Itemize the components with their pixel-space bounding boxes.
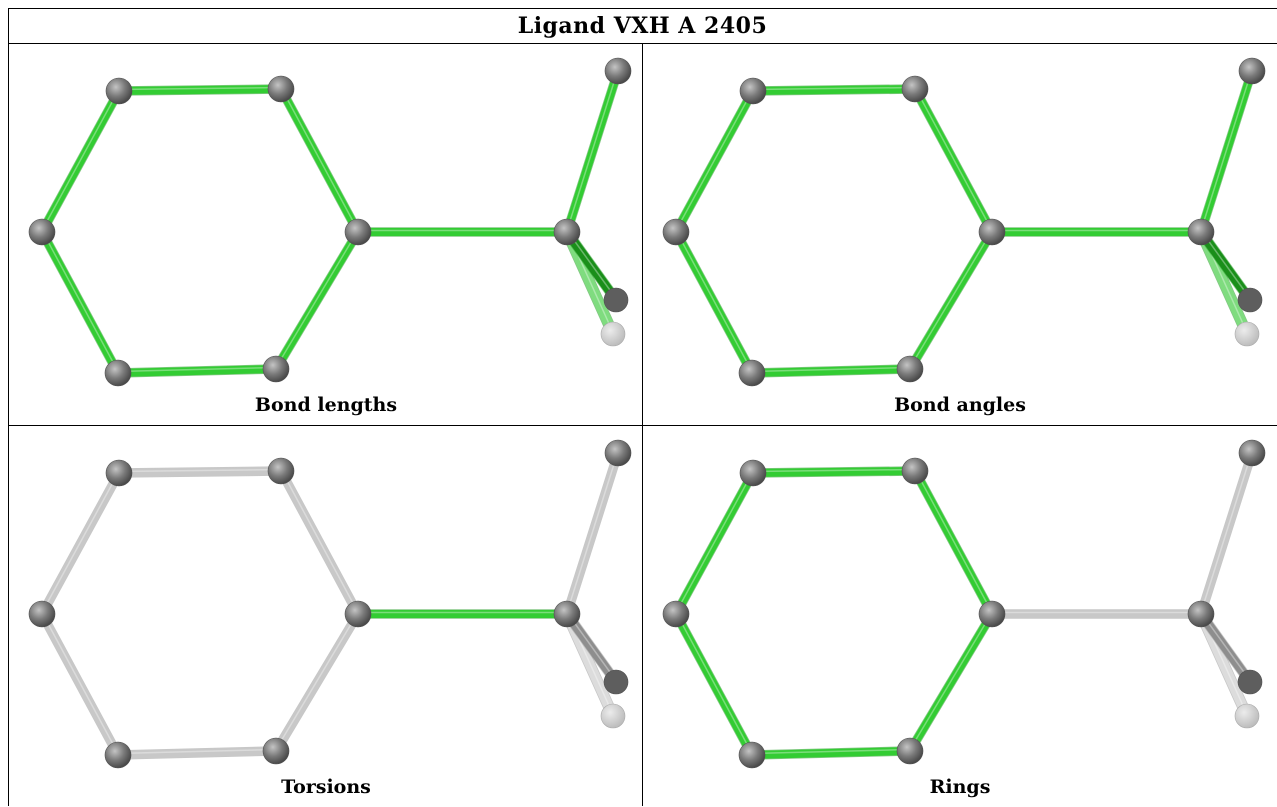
bond-sub_c-sub_top xyxy=(1196,66,1257,237)
bond-sub_c-sub_top xyxy=(1196,448,1257,619)
bond-ring_br-ring_bl xyxy=(113,746,281,760)
bond-ring_br-ring_bl xyxy=(113,364,281,378)
atom-ring-r xyxy=(978,600,1006,628)
bond-ring_bl-ring_l xyxy=(37,609,123,760)
atom-sub-top xyxy=(1238,439,1266,467)
atom-ring-br xyxy=(262,355,290,383)
bond-ring_l-ring_tl xyxy=(671,86,758,237)
atom-ring-l xyxy=(28,600,56,628)
bond-ring_bl-ring_l xyxy=(37,227,123,378)
atom-ring-l xyxy=(28,218,56,246)
atom-ring-tl xyxy=(105,459,133,487)
atom-ring-r xyxy=(344,218,372,246)
molecule-bond-angles xyxy=(662,57,1266,387)
title-divider xyxy=(8,43,1277,44)
bond-ring_r-ring_br xyxy=(271,227,363,374)
bond-ring_l-ring_tl xyxy=(671,468,758,619)
column-divider xyxy=(642,44,643,806)
bond-sub_c-sub_top xyxy=(562,66,623,237)
bond-ring_tl-ring_tr xyxy=(748,84,920,96)
bond-ring_r-sub_c xyxy=(353,609,572,619)
atom-ring-bl xyxy=(104,741,132,769)
atom-sub-top xyxy=(1238,57,1266,85)
bond-ring_l-ring_tl xyxy=(37,468,124,619)
atom-ring-br xyxy=(262,737,290,765)
bond-ring_r-sub_c xyxy=(987,227,1206,237)
atom-ring-tl xyxy=(105,77,133,105)
atom-ring-tr xyxy=(901,75,929,103)
bond-ring_tr-ring_r xyxy=(910,466,997,619)
atom-sub-top xyxy=(604,57,632,85)
table-border-top xyxy=(8,8,1277,9)
atom-sub-pale xyxy=(600,321,626,347)
atom-sub-back xyxy=(1237,669,1263,695)
ligand-report-table: Ligand VXH A 2405 Bond lengths Bond angl… xyxy=(8,8,1277,806)
atom-ring-tl xyxy=(739,77,767,105)
bond-ring_bl-ring_l xyxy=(671,227,757,378)
bond-ring_tl-ring_tr xyxy=(748,466,920,478)
atom-ring-l xyxy=(662,600,690,628)
caption-bond-angles: Bond angles xyxy=(894,394,1026,416)
bond-ring_r-ring_br xyxy=(271,609,363,756)
bond-ring_tr-ring_r xyxy=(276,466,363,619)
bond-ring_br-ring_bl xyxy=(747,364,915,378)
atom-ring-r xyxy=(344,600,372,628)
atom-sub-pale xyxy=(600,703,626,729)
caption-bond-lengths: Bond lengths xyxy=(254,394,398,416)
bond-ring_tr-ring_r xyxy=(276,84,363,237)
bond-ring_r-ring_br xyxy=(905,609,997,756)
atom-sub-c xyxy=(1187,600,1215,628)
bond-ring_tr-ring_r xyxy=(910,84,997,237)
atom-sub-back xyxy=(603,669,629,695)
atom-sub-pale xyxy=(1234,703,1260,729)
bond-sub_c-sub_top xyxy=(562,448,623,619)
atom-sub-c xyxy=(1187,218,1215,246)
atom-ring-r xyxy=(978,218,1006,246)
molecule-torsions xyxy=(28,439,632,769)
atom-sub-pale xyxy=(1234,321,1260,347)
molecule-rings xyxy=(662,439,1266,769)
bond-ring_r-ring_br xyxy=(905,227,997,374)
caption-rings: Rings xyxy=(929,776,991,798)
panel-bond-angles: Bond angles xyxy=(643,44,1277,425)
atom-sub-top xyxy=(604,439,632,467)
bond-ring_bl-ring_l xyxy=(671,609,757,760)
atom-ring-tl xyxy=(739,459,767,487)
bond-ring_r-sub_c xyxy=(353,227,572,237)
atom-sub-back xyxy=(1237,287,1263,313)
bond-ring_tl-ring_tr xyxy=(114,84,286,96)
caption-torsions: Torsions xyxy=(281,776,371,798)
atom-ring-bl xyxy=(738,359,766,387)
atom-sub-c xyxy=(553,218,581,246)
molecule-bond-lengths xyxy=(28,57,632,387)
bond-ring_br-ring_bl xyxy=(747,746,915,760)
panel-rings: Rings xyxy=(643,426,1277,807)
atom-sub-c xyxy=(553,600,581,628)
bond-ring_r-sub_c xyxy=(987,609,1206,619)
atom-ring-l xyxy=(662,218,690,246)
atom-ring-tr xyxy=(267,457,295,485)
atom-ring-bl xyxy=(104,359,132,387)
atom-ring-br xyxy=(896,355,924,383)
panel-torsions: Torsions xyxy=(9,426,643,807)
atom-ring-tr xyxy=(267,75,295,103)
atom-ring-tr xyxy=(901,457,929,485)
bond-ring_l-ring_tl xyxy=(37,86,124,237)
panel-bond-lengths: Bond lengths xyxy=(9,44,643,425)
atom-sub-back xyxy=(603,287,629,313)
atom-ring-br xyxy=(896,737,924,765)
ligand-title: Ligand VXH A 2405 xyxy=(517,12,768,39)
table-border-left xyxy=(8,8,9,806)
bond-ring_tl-ring_tr xyxy=(114,466,286,478)
atom-ring-bl xyxy=(738,741,766,769)
